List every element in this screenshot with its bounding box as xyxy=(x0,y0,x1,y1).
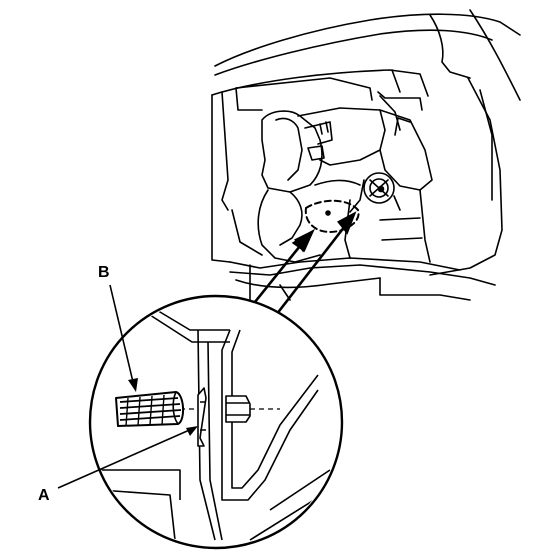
detail-magnifier xyxy=(88,294,344,550)
callout-a-arrowhead xyxy=(186,426,198,436)
magnify-arrows xyxy=(232,211,357,329)
callout-b-arrowhead xyxy=(128,378,138,392)
callout-b: B xyxy=(98,264,138,392)
magnifier-outline xyxy=(88,294,344,550)
callout-a-label: A xyxy=(38,487,50,504)
callout-a: A xyxy=(38,426,198,504)
engine-bay-assembly xyxy=(211,9,521,301)
callout-b-label: B xyxy=(98,264,110,281)
